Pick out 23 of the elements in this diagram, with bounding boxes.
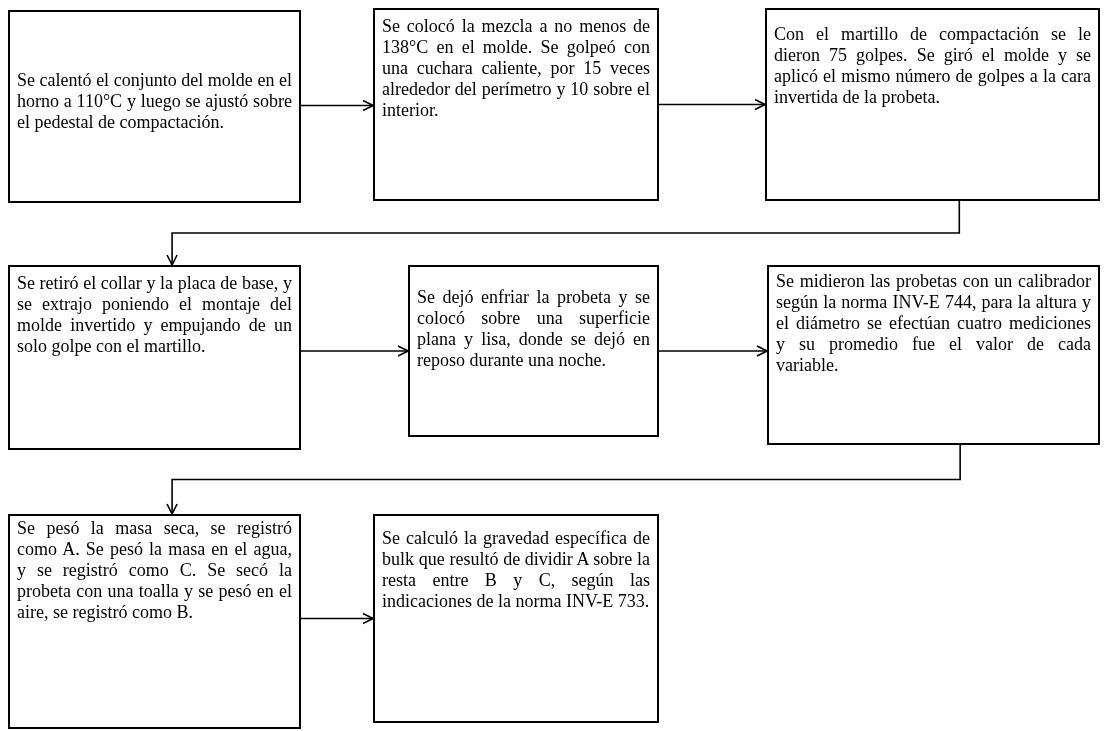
step-text: Se midieron las probetas con un calibrador según la norma INV-E 744, para la altura y el diámetro se efectúan cuatro mediciones y su promedio fue el valor de cada variable. [776,271,1091,376]
process-box [373,8,659,201]
arrow [300,612,374,625]
arrow [658,345,768,357]
arrow [658,98,766,111]
step-text: Se calculó la gravedad específica de bulk que resultó de dividir A sobre la resta entre B y C, según las indicaciones de la norma INV-E 733. [382,528,650,612]
step-text: Se colocó la mezcla a no menos de 138°C en el molde. Se golpeó con una cuchara caliente, por 15 veces alrededor del perímetro y 10 sobre el interior. [382,16,650,121]
arrow [300,99,374,112]
process-box [765,8,1100,201]
process-box [767,265,1100,445]
step-text: Se calentó el conjunto del molde en el horno a 110°C y luego se ajustó sobre el pedestal de compactación. [17,70,292,133]
process-box [8,10,301,203]
arrow [166,444,961,515]
step-text: Se pesó la masa seca, se registró como A. Se pesó la masa en el agua, y se registró como C. Se secó la probeta con una toalla y se pesó en el aire, se registró como B. [17,518,292,623]
arrow [166,200,961,266]
step-text: Se retiró el collar y la placa de base, y se extrajo poniendo el montaje del molde invertido y empujando de un solo golpe con el martillo. [17,273,292,357]
process-box [408,265,659,437]
arrow [300,345,409,357]
process-box [373,514,659,723]
step-text: Con el martillo de compactación se le dieron 75 golpes. Se giró el molde y se aplicó el mismo número de golpes a la cara invertida de la probeta. [774,24,1091,108]
process-box [8,265,301,450]
process-box [8,514,301,729]
step-text: Se dejó enfriar la probeta y se colocó sobre una superficie plana y lisa, donde se dejó en reposo durante una noche. [417,287,650,371]
